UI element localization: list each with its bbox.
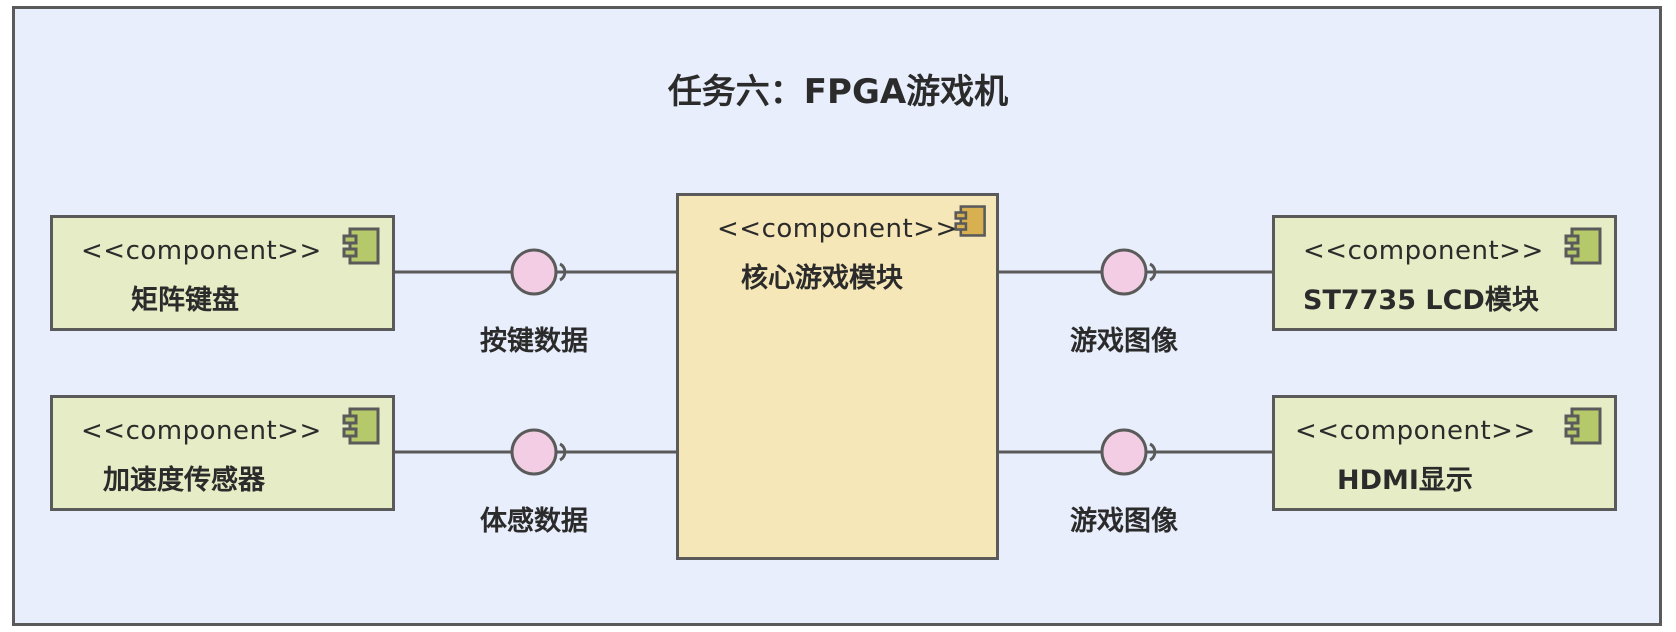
component-name: ST7735 LCD模块 — [1303, 285, 1539, 316]
component-icon — [954, 205, 986, 237]
component-icon — [1564, 407, 1602, 445]
motion-data-label: 体感数据 — [480, 506, 588, 537]
component-stereotype: <<component>> — [1303, 236, 1544, 266]
component-icon — [1564, 227, 1602, 265]
core-game-component[interactable]: <<component>> 核心游戏模块 — [676, 193, 999, 560]
diagram-title: 任务六：FPGA游戏机 — [667, 72, 1009, 112]
component-stereotype: <<component>> — [81, 416, 322, 446]
game-image-lcd-label: 游戏图像 — [1070, 326, 1178, 357]
component-name: 矩阵键盘 — [131, 285, 239, 316]
accelerometer-component[interactable]: <<component>> 加速度传感器 — [50, 395, 395, 511]
component-name: HDMI显示 — [1337, 465, 1473, 496]
game-image-lcd-interface — [1100, 248, 1157, 296]
component-stereotype: <<component>> — [717, 214, 958, 244]
motion-data-interface — [510, 428, 567, 476]
component-icon — [342, 407, 380, 445]
component-icon — [342, 227, 380, 265]
keypad-component[interactable]: <<component>> 矩阵键盘 — [50, 215, 395, 331]
component-stereotype: <<component>> — [81, 236, 322, 266]
component-stereotype: <<component>> — [1295, 416, 1536, 446]
key-data-label: 按键数据 — [480, 326, 588, 357]
key-data-interface — [510, 248, 567, 296]
game-image-hdmi-label: 游戏图像 — [1070, 506, 1178, 537]
game-image-hdmi-interface — [1100, 428, 1157, 476]
component-name: 加速度传感器 — [103, 465, 265, 496]
component-name: 核心游戏模块 — [741, 263, 903, 294]
lcd-component[interactable]: <<component>> ST7735 LCD模块 — [1272, 215, 1617, 331]
hdmi-component[interactable]: <<component>> HDMI显示 — [1272, 395, 1617, 511]
